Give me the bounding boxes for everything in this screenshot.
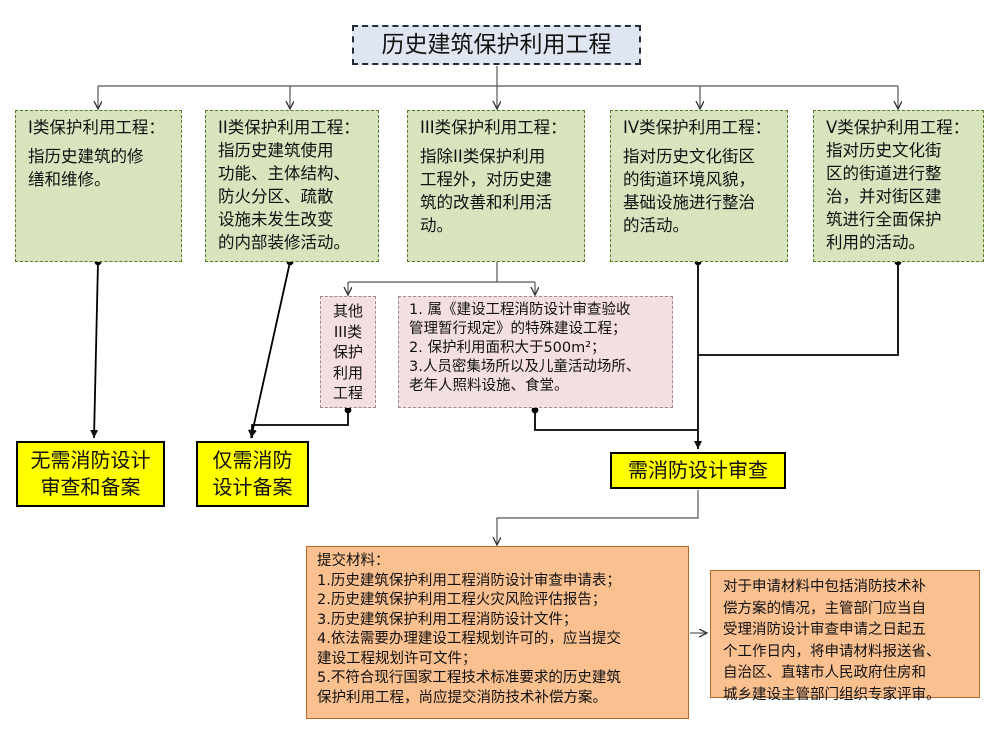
root-title: 历史建筑保护利用工程 [381, 32, 612, 58]
result-record-only-text: 仅需消防 设计备案 [212, 448, 293, 499]
category-iv-description: 指对历史文化街区 的街道环境风貌， 基础设施进行整治 的活动。 [623, 147, 755, 235]
result-review-required-box: 需消防设计审查 [610, 452, 786, 489]
category-i-heading: I类保护利用工程： [28, 118, 165, 137]
category-v-description: 指对历史文化街 区的街道进行整 治，并对街区建 筑进行全面保护 利用的活动。 [826, 141, 942, 252]
expert-review-text: 对于申请材料中包括消防技术补 偿方案的情况，主管部门应当自 受理消防设计审查申请… [723, 579, 941, 703]
category-ii-description: 指历史建筑使用 功能、主体结构、 防火分区、疏散 设施未发生改变 的内部装修活动… [218, 141, 350, 252]
category-ii-box: II类保护利用工程： 指历史建筑使用 功能、主体结构、 防火分区、疏散 设施未发… [205, 110, 379, 262]
category-iv-box: IV类保护利用工程： 指对历史文化街区 的街道环境风貌， 基础设施进行整治 的活… [610, 110, 788, 262]
category-i-description: 指历史建筑的修 缮和维修。 [28, 147, 144, 189]
category-v-box: V类保护利用工程： 指对历史文化街 区的街道进行整 治，并对街区建 筑进行全面保… [813, 110, 984, 262]
result-record-only-box: 仅需消防 设计备案 [196, 441, 309, 507]
category-iii-description: 指除II类保护利用 工程外，对历史建 筑的改善和利用活 动。 [420, 147, 552, 235]
category-iv-heading: IV类保护利用工程： [623, 118, 772, 137]
result-no-review-box: 无需消防设计 审查和备案 [16, 441, 165, 507]
result-review-required-text: 需消防设计审查 [628, 458, 768, 482]
other-iii-box: 其他 III类 保护 利用 工程 [320, 296, 376, 408]
expert-review-box: 对于申请材料中包括消防技术补 偿方案的情况，主管部门应当自 受理消防设计审查申请… [710, 570, 980, 703]
category-i-box: I类保护利用工程： 指历史建筑的修 缮和维修。 [15, 110, 182, 262]
category-iii-box: III类保护利用工程： 指除II类保护利用 工程外，对历史建 筑的改善和利用活 … [407, 110, 585, 262]
result-no-review-text: 无需消防设计 审查和备案 [30, 448, 151, 499]
materials-text: 提交材料： 1.历史建筑保护利用工程消防设计审查申请表； 2.历史建筑保护利用工… [317, 553, 621, 706]
category-iii-heading: III类保护利用工程： [420, 118, 567, 137]
root-title-box: 历史建筑保护利用工程 [352, 25, 641, 65]
other-iii-text: 其他 III类 保护 利用 工程 [332, 302, 363, 402]
special-conditions-box: 1. 属《建设工程消防设计审查验收 管理暂行规定》的特殊建设工程； 2. 保护利… [398, 296, 673, 408]
special-conditions-text: 1. 属《建设工程消防设计审查验收 管理暂行规定》的特殊建设工程； 2. 保护利… [409, 302, 641, 394]
materials-box: 提交材料： 1.历史建筑保护利用工程消防设计审查申请表； 2.历史建筑保护利用工… [306, 546, 689, 719]
category-v-heading: V类保护利用工程： [826, 118, 970, 137]
category-ii-heading: II类保护利用工程： [218, 118, 360, 137]
